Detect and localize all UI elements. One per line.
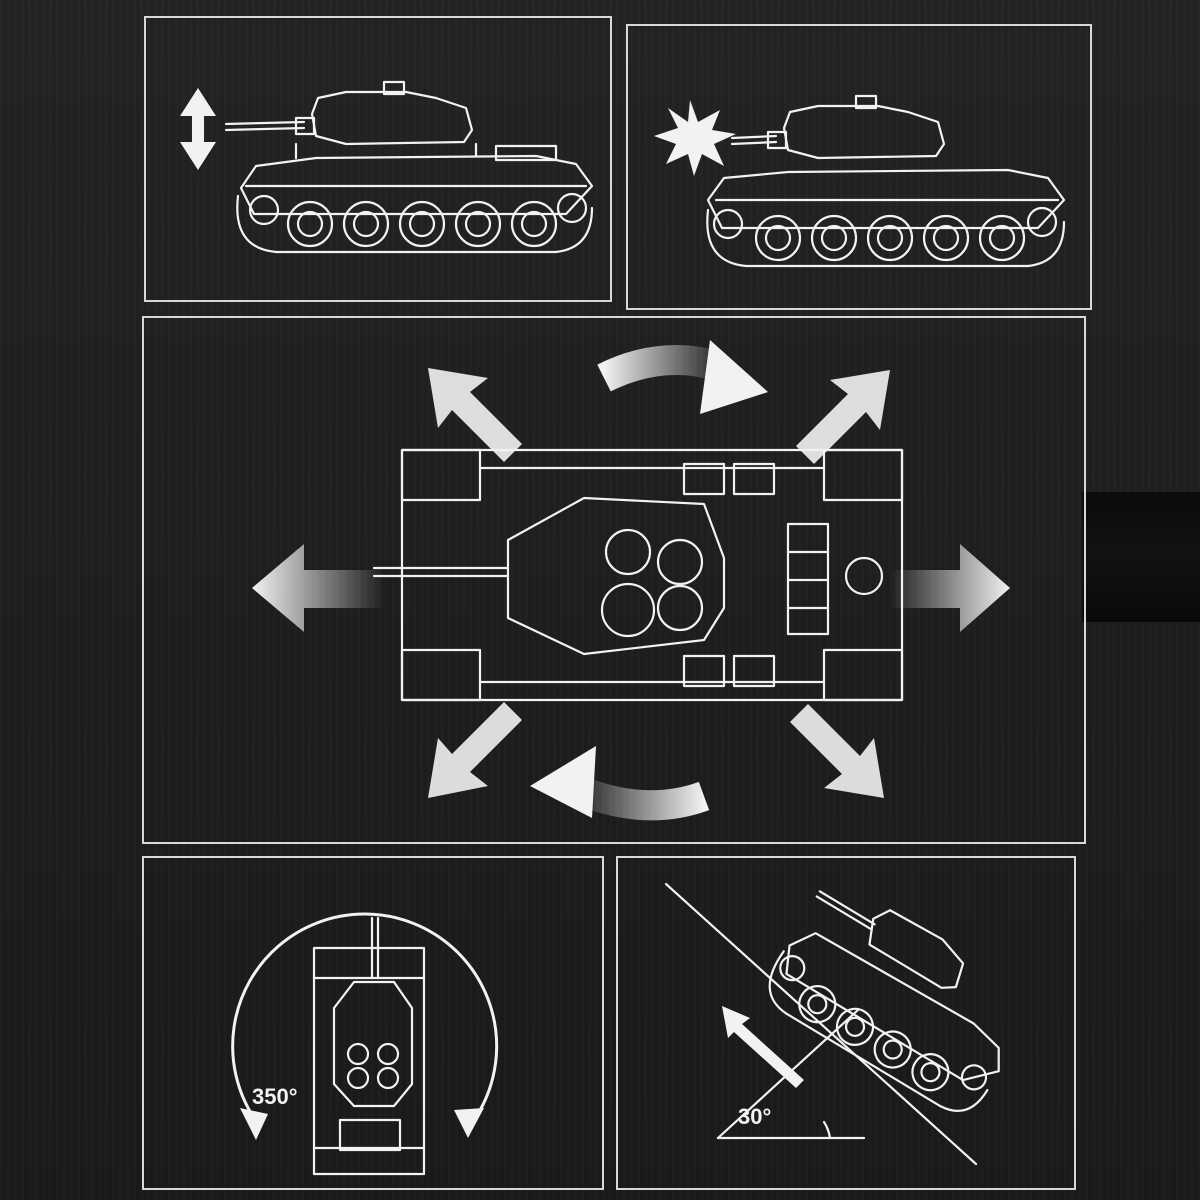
tank-side-view-1 <box>180 80 594 254</box>
panel-rotation: 350° <box>142 856 604 1190</box>
rotation-arrow-icon <box>231 912 499 1140</box>
tank-side-view-2 <box>654 94 1066 268</box>
rotation-angle-label: 350° <box>252 1084 298 1109</box>
panel-drive <box>142 316 1086 844</box>
direction-arrow-icon <box>252 544 384 632</box>
rotation-arrow-icon <box>597 340 768 414</box>
climb-angle-label: 30° <box>738 1104 772 1129</box>
muzzle-flash-icon <box>654 100 736 176</box>
direction-arrow-icon <box>890 544 1010 632</box>
slope-arrow-icon <box>722 1006 804 1088</box>
climb-diagram <box>664 882 1000 1166</box>
up-down-arrow-icon <box>180 88 216 170</box>
black-tape <box>1082 492 1200 622</box>
rotation-diagram <box>231 912 499 1176</box>
drive-diagram <box>252 340 1010 821</box>
panel-climb: 30° <box>616 856 1076 1190</box>
panel-turret-elevation <box>144 16 612 302</box>
panel-fire <box>626 24 1092 310</box>
direction-arrow-icon <box>790 704 884 798</box>
rotation-arrow-icon <box>530 746 710 821</box>
tank-top-view <box>372 448 904 702</box>
direction-arrow-icon <box>428 702 522 798</box>
direction-arrow-icon <box>796 370 890 464</box>
tank-top-view-small <box>312 916 426 1176</box>
direction-arrow-icon <box>428 368 522 462</box>
tank-climbing <box>768 890 1000 1112</box>
